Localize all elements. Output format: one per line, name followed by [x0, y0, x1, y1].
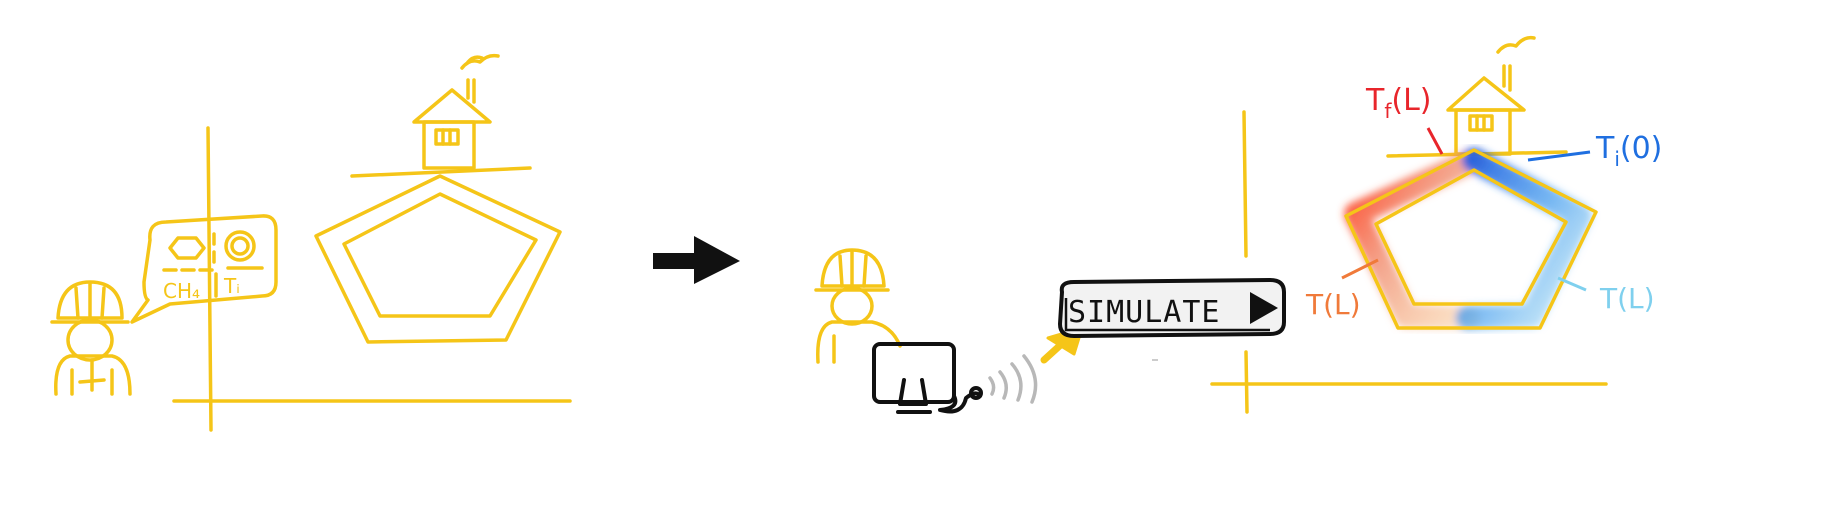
pipe-inner-outline: [342, 192, 538, 318]
annotation-tl-left: T(L): [1305, 258, 1379, 321]
annotation-ti0: Ti(0): [1527, 131, 1662, 171]
play-icon: [1250, 292, 1278, 324]
left-ground-line: [350, 166, 532, 178]
right-vertical-axis-lower: [1244, 350, 1249, 414]
left-vertical-axis: [206, 126, 213, 432]
annotation-tf: Tf(L): [1365, 83, 1444, 155]
right-vertical-axis: [1242, 110, 1248, 258]
computer-icon: [872, 342, 983, 414]
chimney-building-icon: [412, 53, 500, 170]
engineer-icon: [814, 248, 902, 364]
arrow-right-icon: [653, 236, 740, 284]
left-panel: CH₄ Tᵢ: [50, 53, 572, 432]
ti0-rest: (0): [1620, 131, 1663, 166]
tl-right-label: T(L): [1599, 282, 1655, 315]
speech-formula-label: CH₄: [163, 279, 200, 303]
annotation-tl-right: T(L): [1557, 276, 1655, 315]
right-panel: [1210, 35, 1608, 414]
chimney-building-icon: [1446, 35, 1536, 156]
svg-text:Ti(0): Ti(0): [1595, 131, 1662, 171]
pipe-inner-outline: [1374, 168, 1568, 306]
ti0-main: T: [1595, 131, 1615, 166]
middle-panel: [814, 248, 1084, 414]
tf-sub: f: [1384, 99, 1392, 123]
speech-bubble: [130, 214, 278, 324]
simulate-button[interactable]: SIMULATE: [1057, 277, 1286, 339]
tf-rest: (L): [1391, 83, 1431, 118]
ti0-sub: i: [1614, 147, 1620, 171]
engineer-icon: [50, 280, 132, 396]
temperature-field: [1344, 148, 1592, 330]
simulate-button-label: SIMULATE: [1068, 295, 1221, 330]
tl-left-label: T(L): [1305, 288, 1361, 321]
wifi-signal-icon: [988, 354, 1038, 404]
pipe-outer-outline: [314, 174, 562, 344]
speech-ti-label: Tᵢ: [223, 274, 240, 298]
svg-text:Tf(L): Tf(L): [1365, 83, 1432, 123]
pipe-outer-outline: [1344, 148, 1598, 330]
tf-main: T: [1365, 83, 1385, 118]
